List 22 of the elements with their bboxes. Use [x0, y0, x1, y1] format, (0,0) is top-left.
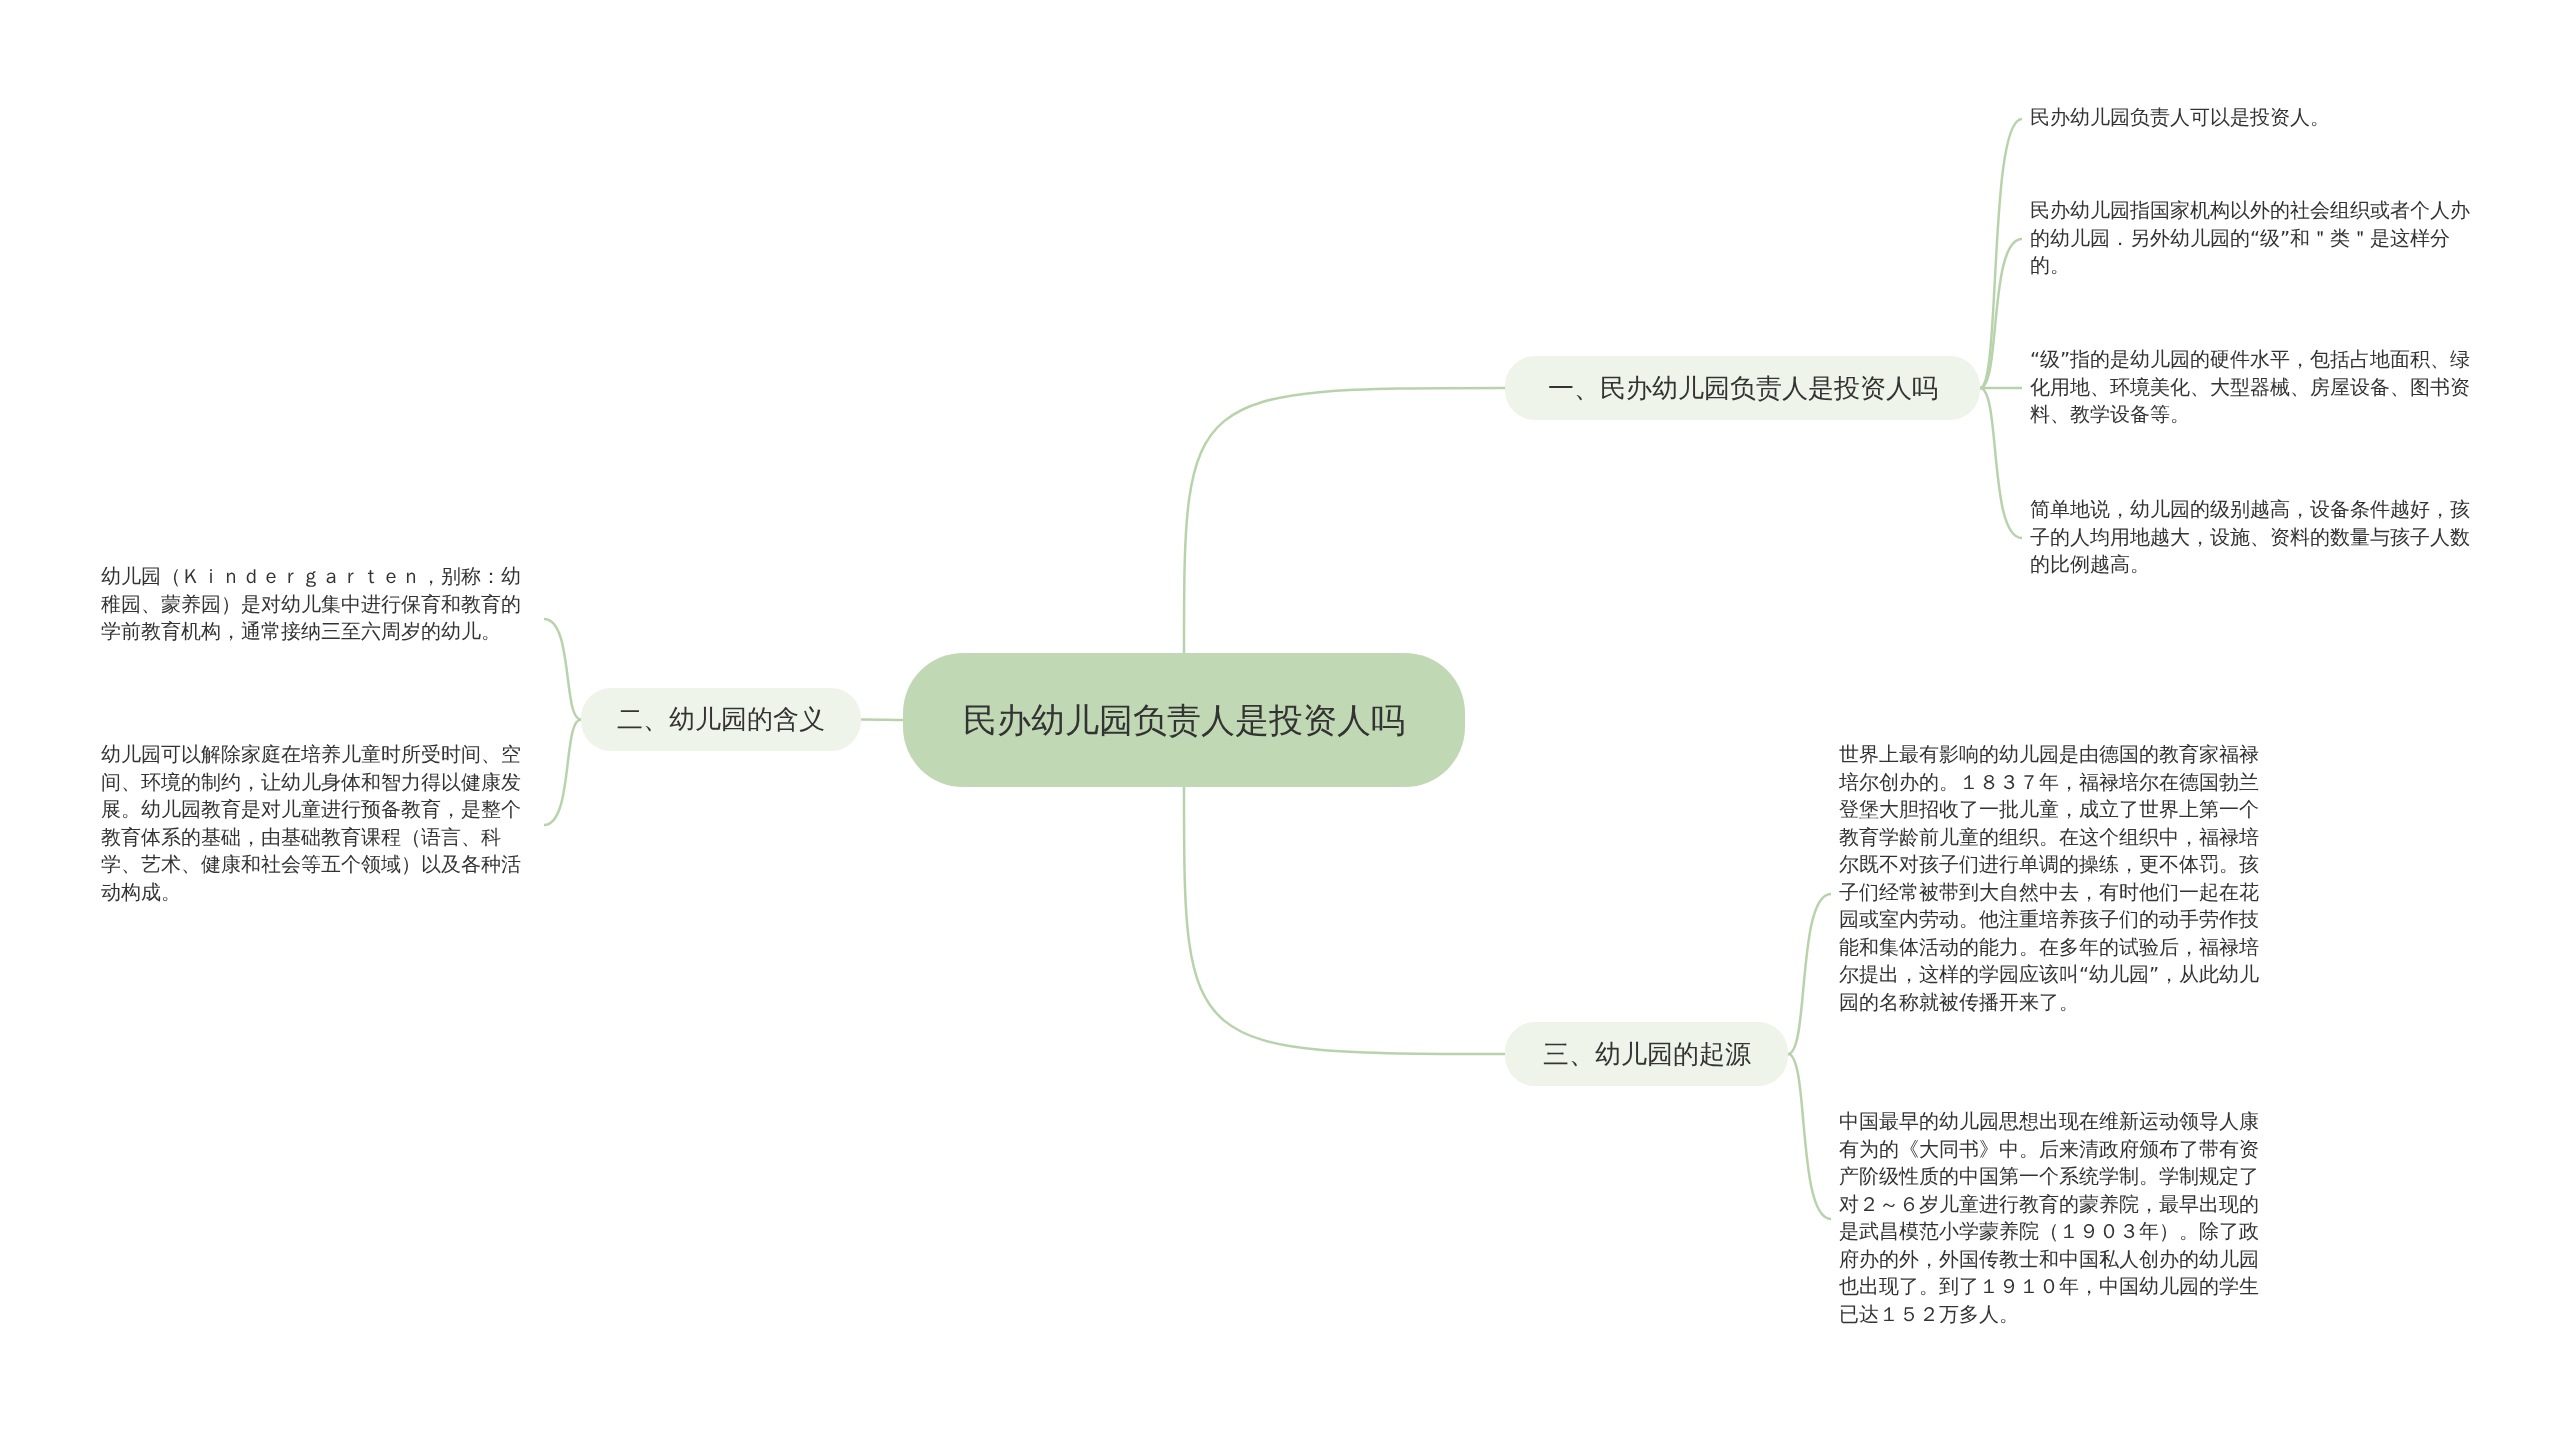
- note-text: 幼儿园（Ｋｉｎｄｅｒｇａｒｔｅｎ，别称：幼稚园、蒙养园）是对幼儿集中进行保育和教育的学前教育机构，通常接纳三至六周岁的幼儿。: [101, 563, 536, 646]
- note-text: 幼儿园可以解除家庭在培养儿童时所受时间、空间、环境的制约，让幼儿身体和智力得以健康发展。幼儿园教育是对儿童进行预备教育，是整个教育体系的基础，由基础教育课程（语言、科学、艺术、健康和社会等五个领域）以及各种活动构成。: [101, 741, 536, 906]
- note-text: 简单地说，幼儿园的级别越高，设备条件越好，孩子的人均用地越大，设施、资料的数量与孩子人数的比例越高。: [2030, 496, 2475, 579]
- connector: [861, 718, 903, 722]
- connector: [1980, 386, 2022, 390]
- note-text: 世界上最有影响的幼儿园是由德国的教育家福禄培尔创办的。１８３７年，福禄培尔在德国勃兰登堡大胆招收了一批儿童，成立了世界上第一个教育学龄前儿童的组织。在这个组织中，福禄培尔既不对孩子们进行单调的操练，更不体罚。孩子们经常被带到大自然中去，有时他们一起在花园或室内劳动。他注重培养孩子们的动手劳作技能和集体活动的能力。在多年的试验后，福禄培尔提出，这样的学园应该叫“幼儿园”，从此幼儿园的名称就被传播开来了。: [1839, 741, 2274, 1016]
- connector: [1182, 787, 1505, 1056]
- connector: [1787, 892, 1832, 1056]
- connector: [1182, 386, 1505, 653]
- connector: [1787, 1052, 1832, 1221]
- topic-box: 三、幼儿园的起源: [1505, 1022, 1788, 1086]
- note-text: 民办幼儿园指国家机构以外的社会组织或者个人办的幼儿园．另外幼儿园的“级”和＂类＂是这样分的。: [2030, 197, 2475, 280]
- topic-box: 一、民办幼儿园负责人是投资人吗: [1505, 356, 1980, 420]
- note-text: 民办幼儿园负责人可以是投资人。: [2030, 104, 2475, 132]
- note-text: 中国最早的幼儿园思想出现在维新运动领导人康有为的《大同书》中。后来清政府颁布了带有资产阶级性质的中国第一个系统学制。学制规定了对２～６岁儿童进行教育的蒙养院，最早出现的是武昌模范小学蒙养院（１９０３年）。除了政府办的外，外国传教士和中国私人创办的幼儿园也出现了。到了１９１０年，中国幼儿园的学生已达１５２万多人。: [1839, 1108, 2274, 1328]
- topic-box: 二、幼儿园的含义: [581, 688, 861, 751]
- connector: [1979, 117, 2023, 389]
- note-text: “级”指的是幼儿园的硬件水平，包括占地面积、绿化用地、环境美化、大型器械、房屋设备、图书资料、教学设备等。: [2030, 346, 2475, 429]
- connector: [1979, 386, 2023, 540]
- connector: [543, 617, 582, 721]
- connector: [543, 718, 582, 827]
- central-topic-box: 民办幼儿园负责人是投资人吗: [903, 653, 1465, 787]
